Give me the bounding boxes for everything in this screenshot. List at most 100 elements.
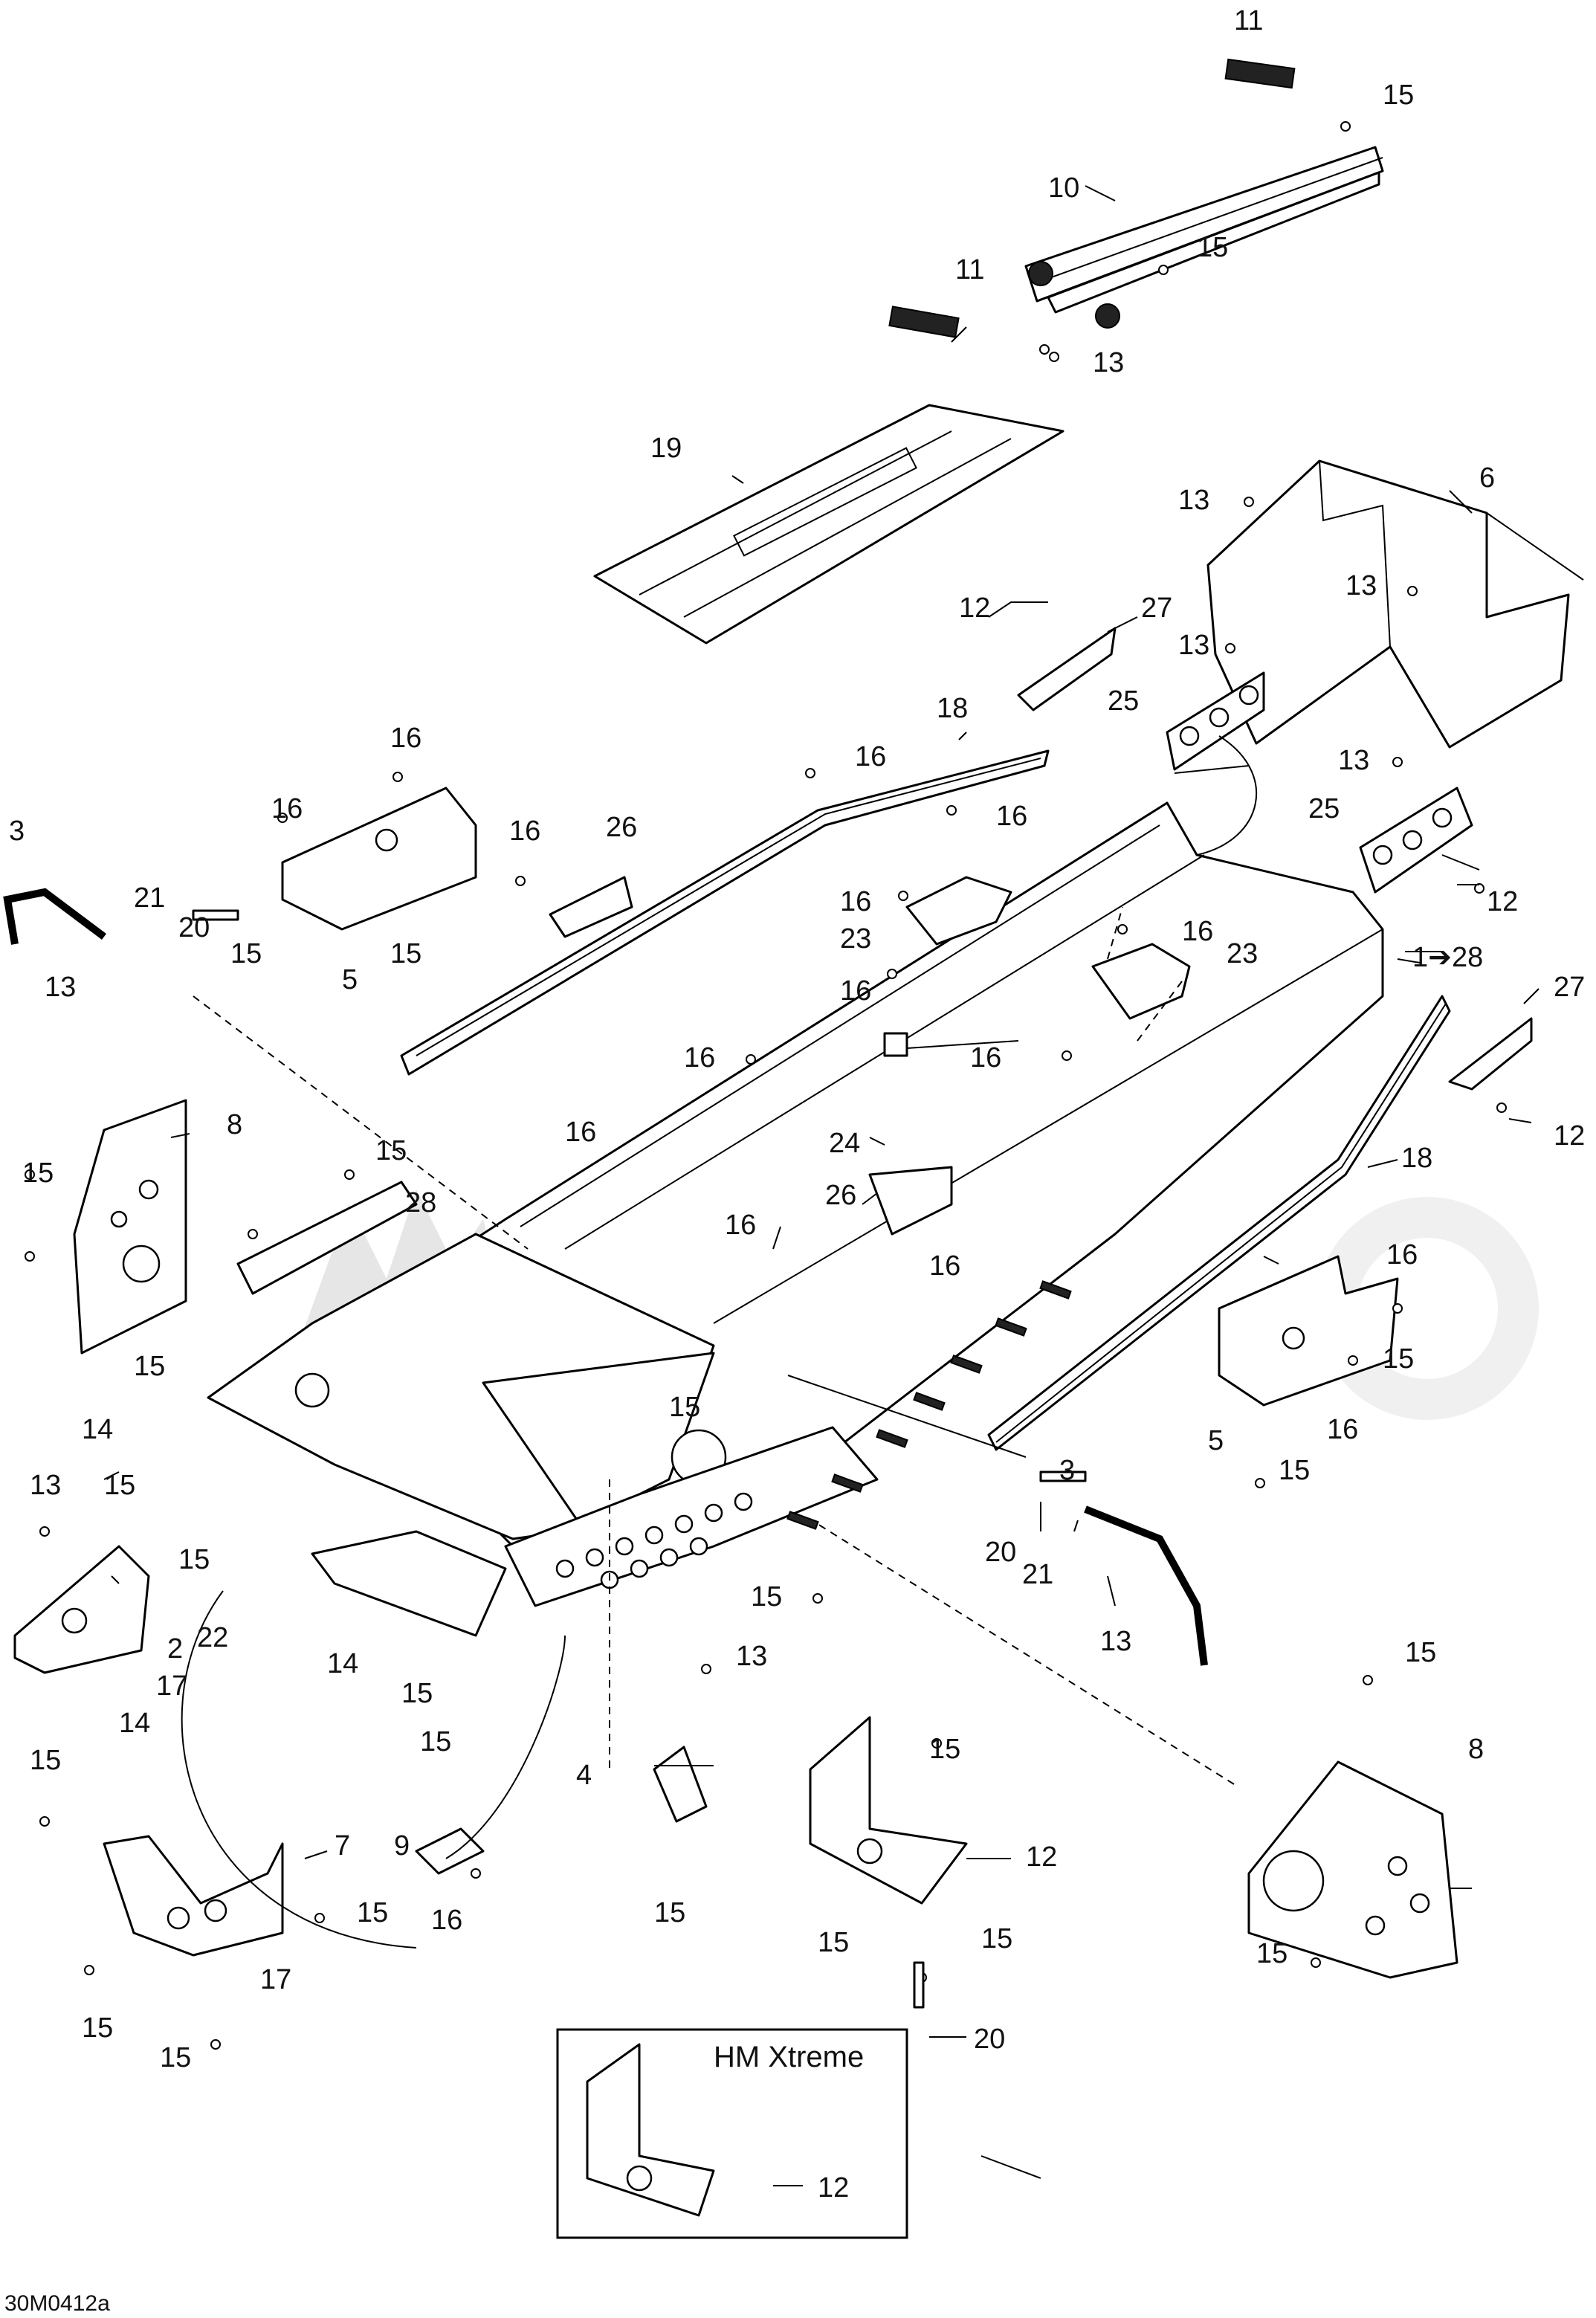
callout-c21a: 21 <box>134 882 165 914</box>
callout-c24: 24 <box>829 1128 860 1159</box>
part-25-bracket-lower <box>1359 787 1473 894</box>
part-3-handle-right <box>1084 1505 1208 1666</box>
slots <box>786 1280 1072 1530</box>
callout-c16c: 16 <box>271 793 303 824</box>
part-28-brace <box>236 1181 418 1295</box>
part-8-plate-right <box>1247 1760 1458 1979</box>
callout-c16m: 16 <box>929 1250 960 1282</box>
callout-c15n: 15 <box>401 1678 433 1709</box>
part-11-strip-upper <box>1224 58 1296 89</box>
part-24-pin <box>883 1032 908 1057</box>
part-19-running-board <box>593 404 1064 645</box>
part-4-plate <box>653 1746 708 1823</box>
callout-c13e: 13 <box>1338 745 1369 776</box>
callout-c13i: 13 <box>736 1641 767 1672</box>
part-10-running-board <box>1024 146 1384 329</box>
callout-c15p: 15 <box>1405 1637 1436 1668</box>
callout-c15w: 15 <box>82 2012 113 2044</box>
callout-c23a: 23 <box>840 923 871 955</box>
callout-c10: 10 <box>1048 172 1079 204</box>
part-18-rail-right <box>987 995 1451 1451</box>
callout-c15e: 15 <box>22 1158 54 1189</box>
inset-hm-xtreme: HM Xtreme 12 <box>556 2028 908 2239</box>
callout-c26b: 26 <box>825 1180 856 1211</box>
callout-c15k: 15 <box>1279 1455 1310 1486</box>
callout-c16i: 16 <box>684 1042 715 1074</box>
callout-c15h: 15 <box>134 1351 165 1382</box>
part-5-bracket-right <box>1218 1255 1399 1407</box>
callout-c26a: 26 <box>606 812 637 843</box>
part-3-handle-left <box>3 888 106 945</box>
callout-c15i: 15 <box>669 1392 700 1423</box>
callout-c20b: 20 <box>985 1537 1016 1568</box>
callout-c6: 6 <box>1479 462 1495 494</box>
callout-c15y: 15 <box>160 2042 191 2073</box>
callout-c15a: 15 <box>1383 80 1414 111</box>
part-23-bracket-upper <box>905 876 1012 946</box>
callout-c9: 9 <box>394 1830 410 1862</box>
callout-c14a: 14 <box>82 1414 113 1445</box>
callout-c15c: 15 <box>230 938 262 969</box>
callout-c15v: 15 <box>1256 1938 1288 1969</box>
callout-c11b: 11 <box>955 254 984 285</box>
part-7-bracket <box>103 1835 284 1957</box>
part-26-bracket-upper <box>549 876 633 938</box>
part-23-bracket-lower <box>1091 943 1191 1020</box>
callout-c15l: 15 <box>178 1544 210 1575</box>
callout-c18a: 18 <box>937 693 968 724</box>
callout-c16j: 16 <box>970 1042 1001 1074</box>
callout-c15d: 15 <box>390 938 421 969</box>
callout-c27a: 27 <box>1141 593 1172 624</box>
callout-c8a: 8 <box>227 1109 242 1140</box>
diagram-code: 30M0412a <box>4 2291 110 2316</box>
callout-c13a: 13 <box>1093 347 1124 378</box>
callout-c23b: 23 <box>1227 938 1258 969</box>
callout-c15x: 15 <box>30 1745 61 1776</box>
callout-c15u: 15 <box>981 1923 1012 1954</box>
callout-c18b: 18 <box>1401 1143 1432 1174</box>
callout-c25a: 25 <box>1108 685 1139 717</box>
callout-c13h: 13 <box>1100 1626 1131 1657</box>
callout-c16e: 16 <box>996 801 1027 832</box>
callout-c16b: 16 <box>390 723 421 754</box>
callout-c16p: 16 <box>431 1905 462 1936</box>
part-8-plate-left <box>73 1099 187 1355</box>
part-26-bracket-center <box>868 1166 953 1236</box>
callout-c27b: 27 <box>1554 972 1585 1003</box>
callout-c17b: 17 <box>260 1964 291 1995</box>
callout-c3b: 3 <box>1059 1455 1075 1486</box>
callout-c19: 19 <box>650 433 682 464</box>
callout-c16h: 16 <box>1182 916 1213 947</box>
callout-c5a: 5 <box>342 964 358 995</box>
callout-c15g: 15 <box>1383 1343 1414 1375</box>
part-27-brace-lower <box>1448 1017 1533 1091</box>
callout-c12c: 12 <box>1554 1120 1585 1152</box>
leader-lines <box>103 185 1540 2179</box>
callout-c2: 2 <box>167 1633 183 1665</box>
part-18-rail-left <box>400 749 1050 1076</box>
callout-c12a: 12 <box>959 593 990 624</box>
callout-c25b: 25 <box>1308 793 1340 824</box>
callout-c16a: 16 <box>855 741 886 772</box>
callout-c15r: 15 <box>357 1897 388 1928</box>
callout-c5b: 5 <box>1208 1425 1224 1456</box>
callout-c16o: 16 <box>1327 1414 1358 1445</box>
callout-c15t: 15 <box>818 1927 849 1958</box>
callout-c13f: 13 <box>45 972 76 1003</box>
callout-c15s: 15 <box>654 1897 685 1928</box>
callout-c16f: 16 <box>840 886 871 917</box>
callout-c1to28: 1➔28 <box>1412 942 1483 973</box>
callout-c20a: 20 <box>178 912 210 943</box>
callout-c13d: 13 <box>1345 570 1377 601</box>
callout-c16g: 16 <box>840 975 871 1007</box>
callout-c11a: 11 <box>1234 5 1263 36</box>
fasteners <box>25 121 1507 2050</box>
callout-c8b: 8 <box>1468 1734 1484 1765</box>
callout-c21b: 21 <box>1022 1559 1053 1590</box>
part-2-bracket <box>13 1545 150 1674</box>
callout-c16n: 16 <box>1386 1239 1418 1271</box>
part-9-clip <box>415 1827 485 1875</box>
callout-c4: 4 <box>576 1760 592 1791</box>
callout-c15o: 15 <box>420 1726 451 1757</box>
